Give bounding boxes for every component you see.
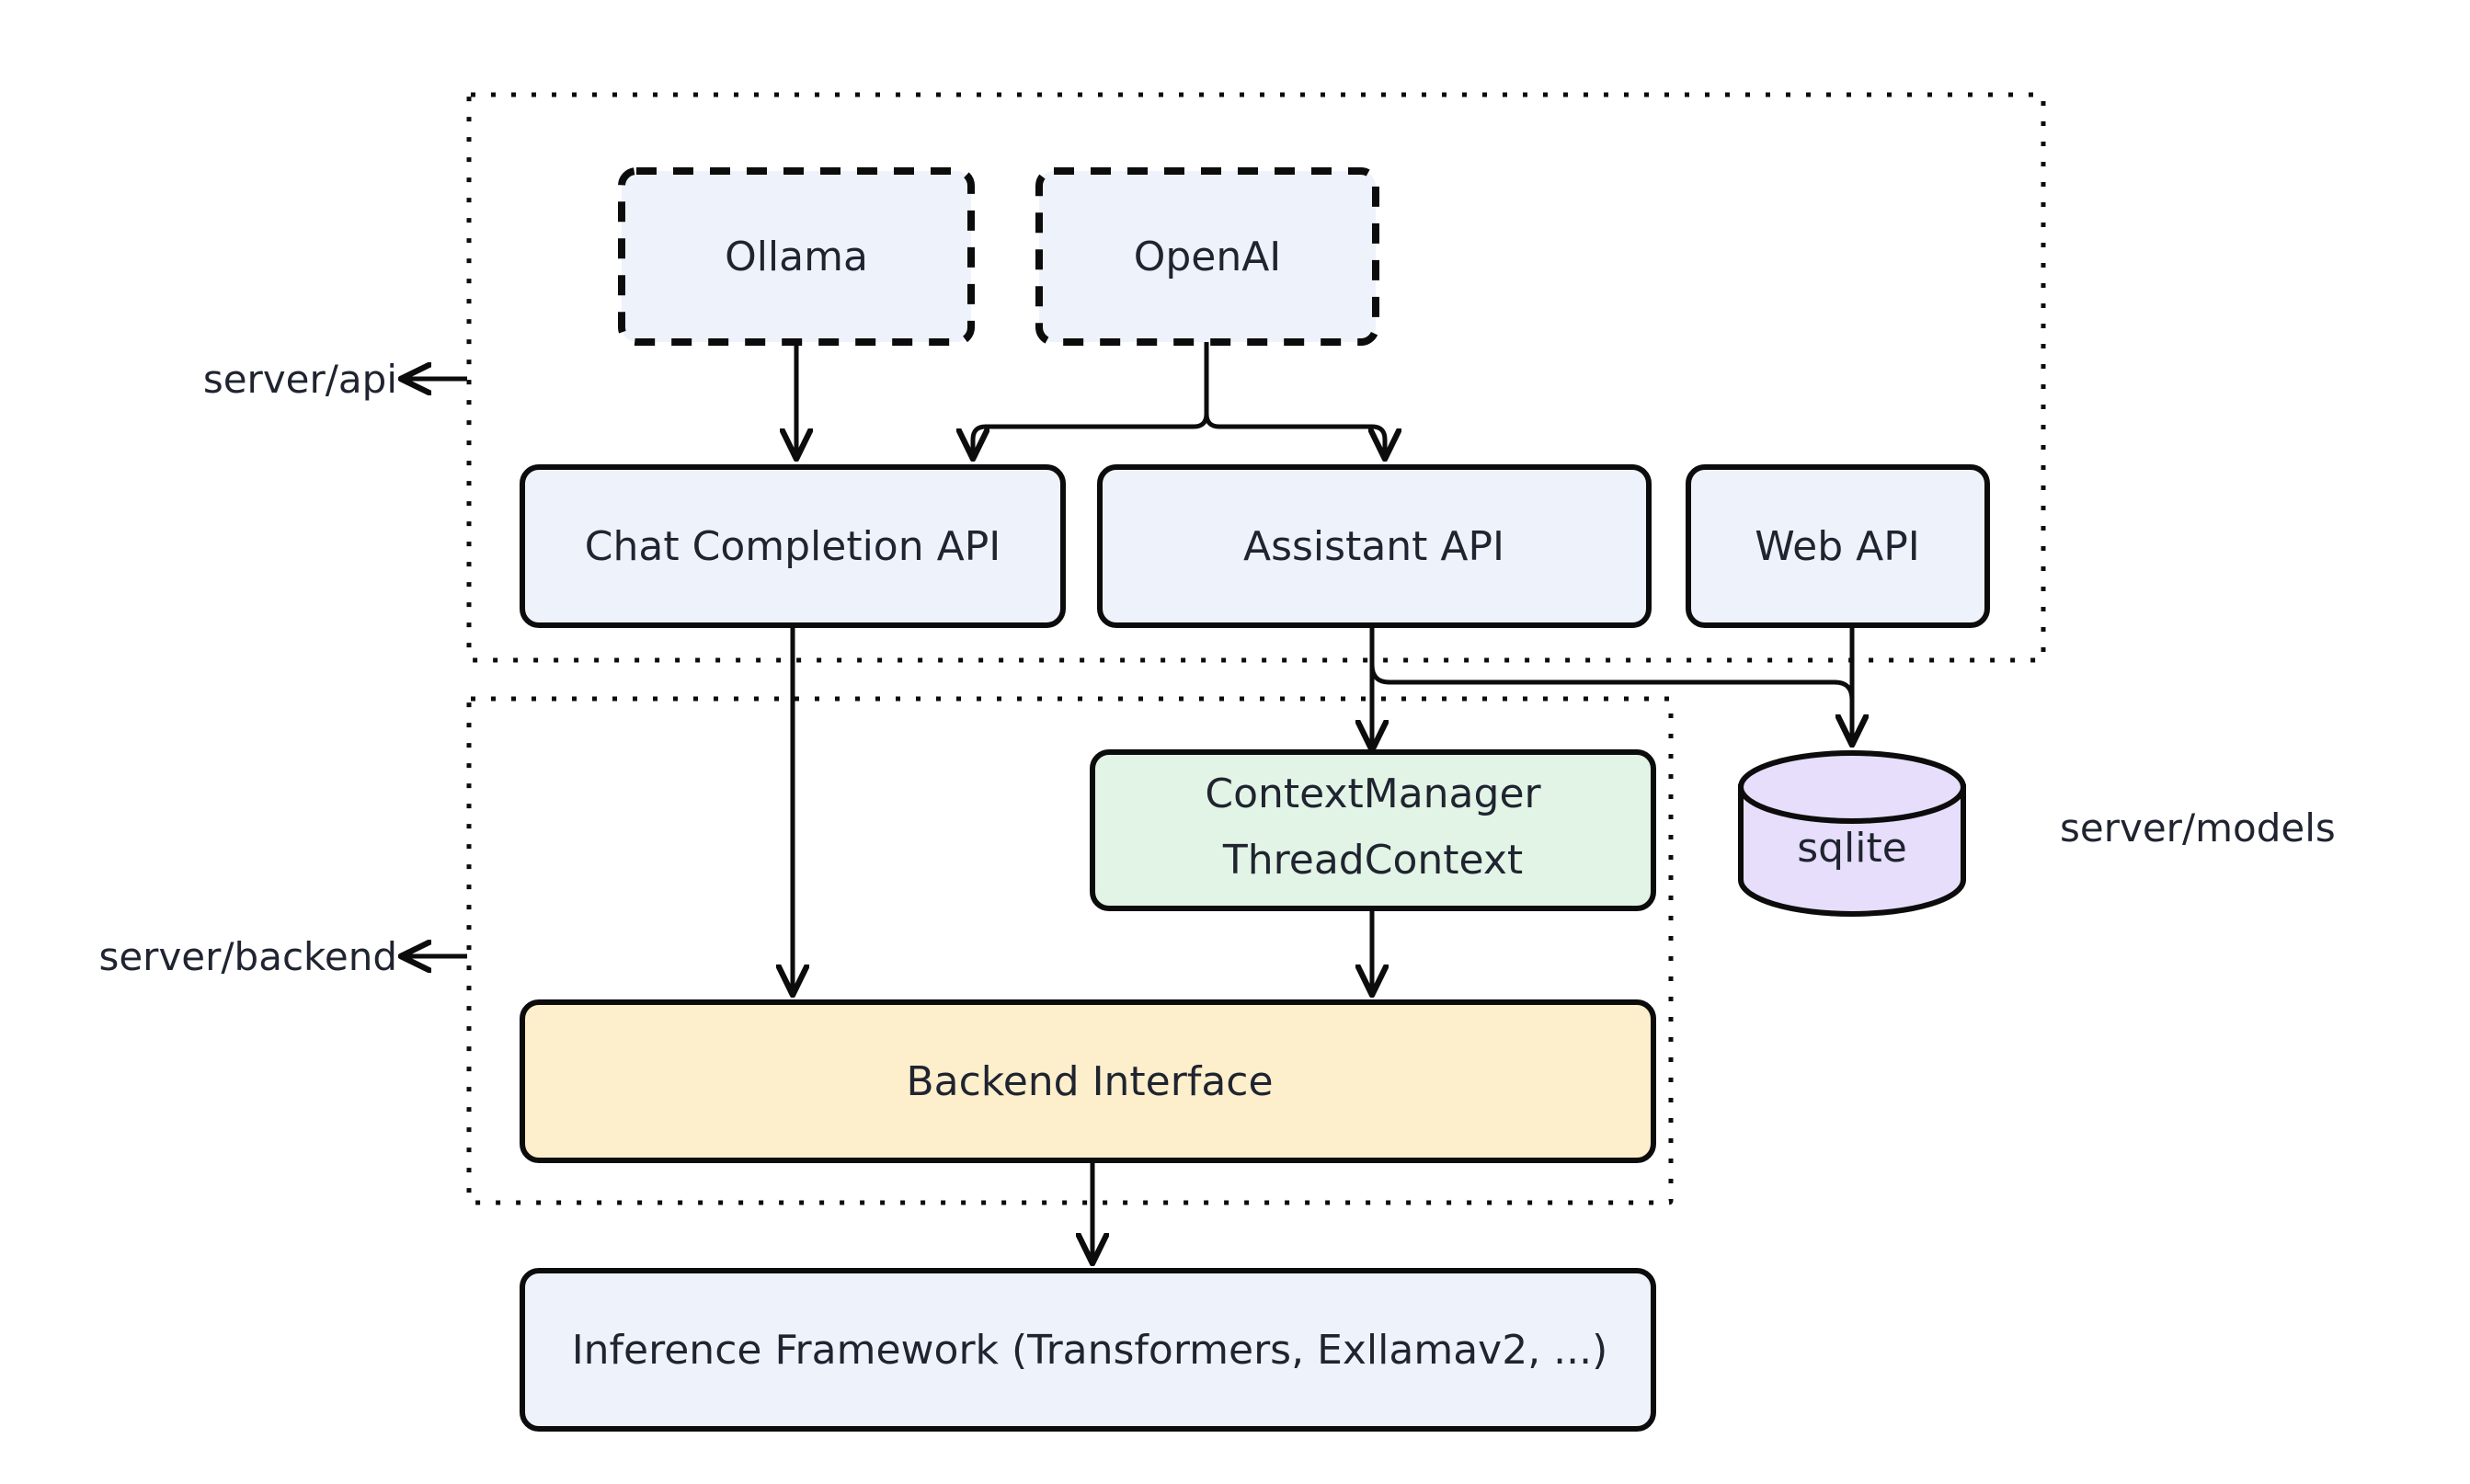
node-backend-interface-shape[interactable] xyxy=(520,999,1656,1163)
node-context-manager-label-line1: ContextManager xyxy=(1205,771,1541,817)
node-backend-interface-label: Backend Interface xyxy=(906,1058,1273,1105)
node-ollama-shape[interactable] xyxy=(618,167,975,346)
node-chat-completion-api-label: Chat Completion API xyxy=(585,523,1001,570)
group-label-server-api: server/api xyxy=(203,357,397,402)
node-web-api-shape[interactable] xyxy=(1686,464,1990,628)
node-assistant-api-shape[interactable] xyxy=(1097,464,1652,628)
node-inference-framework[interactable]: Inference Framework (Transformers, Exlla… xyxy=(520,1268,1656,1432)
side-label-server-models: server/models xyxy=(2060,805,2336,850)
node-context-manager[interactable]: ContextManager ThreadContext xyxy=(1090,749,1656,911)
node-inference-framework-label: Inference Framework (Transformers, Exlla… xyxy=(572,1327,1608,1374)
node-chat-completion-api-shape[interactable] xyxy=(520,464,1066,628)
node-sqlite-top-ellipse xyxy=(1738,750,1966,824)
node-web-api-label: Web API xyxy=(1755,523,1920,570)
group-label-server-backend: server/backend xyxy=(98,934,397,979)
node-chat-completion-api[interactable]: Chat Completion API xyxy=(520,464,1066,628)
node-openai-label: OpenAI xyxy=(1134,234,1282,280)
node-openai-shape[interactable] xyxy=(1035,167,1379,346)
node-ollama-label: Ollama xyxy=(725,234,868,280)
node-context-manager-label-line2: ThreadContext xyxy=(1222,837,1523,884)
node-context-manager-shape[interactable] xyxy=(1090,749,1656,911)
node-assistant-api-label: Assistant API xyxy=(1243,523,1504,570)
edge-openai-to-chat-completion-api xyxy=(973,342,1209,455)
node-assistant-api[interactable]: Assistant API xyxy=(1097,464,1652,628)
node-ollama[interactable]: Ollama xyxy=(618,167,975,346)
edge-assistant-api-to-sqlite xyxy=(1369,625,1852,741)
node-web-api[interactable]: Web API xyxy=(1686,464,1990,628)
node-sqlite-label: sqlite xyxy=(1797,825,1907,872)
node-backend-interface[interactable]: Backend Interface xyxy=(520,999,1656,1163)
edge-openai-to-assistant-api xyxy=(1204,342,1385,455)
node-sqlite[interactable]: sqlite xyxy=(1738,750,1966,917)
node-openai[interactable]: OpenAI xyxy=(1035,167,1379,346)
node-inference-framework-shape[interactable] xyxy=(520,1268,1656,1432)
